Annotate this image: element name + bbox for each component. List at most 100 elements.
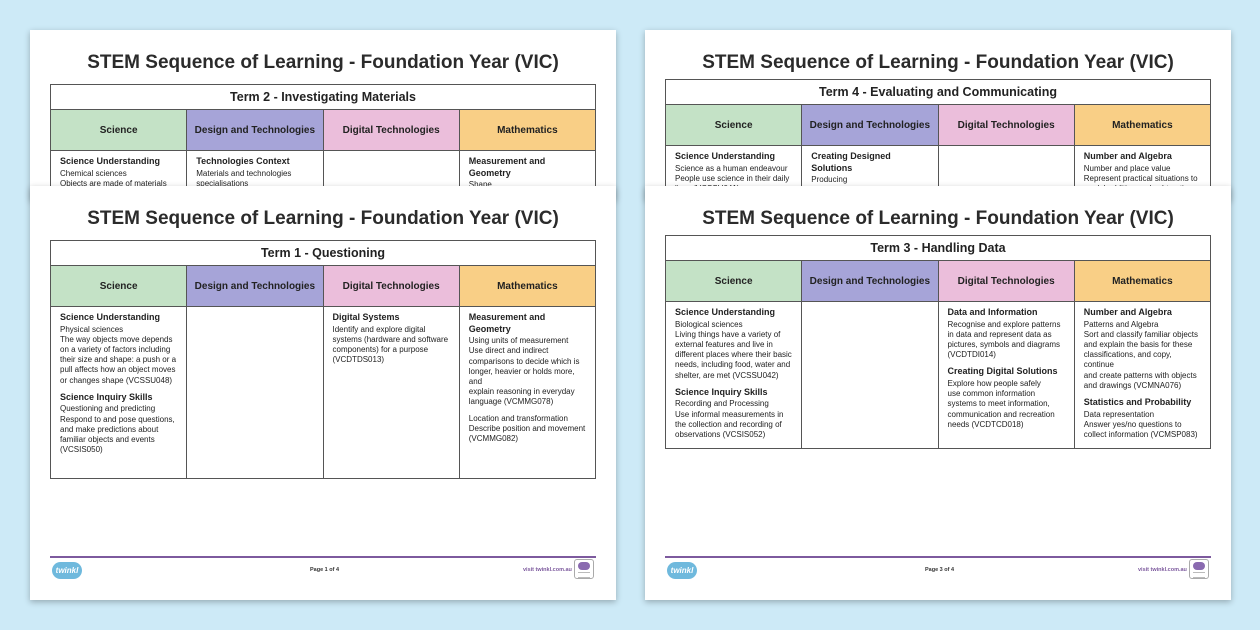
section-line: pull affects how an object moves (60, 365, 176, 375)
section-line: Identify and explore digital (332, 324, 426, 334)
section-line: Biological sciences (675, 319, 743, 329)
page-number: Page 1 of 4 (310, 567, 340, 573)
section-line: and make predictions about (60, 424, 159, 434)
section-line: comparisons to decide which is (468, 356, 580, 366)
twinkl-quality-badge-icon (1189, 559, 1209, 579)
section-line: Objects are made of materials (60, 178, 167, 188)
table-cell (939, 145, 1075, 200)
section-line: systems to meet information, (947, 399, 1050, 409)
section-title: Measurement and Geometry (468, 312, 546, 334)
section-line: Explore how people safely (947, 378, 1041, 388)
section-line: (VCDTDI014) (947, 350, 996, 360)
section-line: The way objects move depends (60, 334, 173, 344)
section-title: Technologies Context (196, 156, 290, 166)
header-design-tech: Design and Technologies (187, 266, 324, 306)
term-heading: Term 2 - Investigating Materials (51, 85, 595, 110)
visit-link[interactable]: visit twinkl.com.au (523, 567, 572, 573)
twinkl-quality-badge-icon (574, 559, 594, 579)
term-heading: Term 4 - Evaluating and Communicating (666, 80, 1210, 105)
header-science: Science (51, 110, 188, 150)
section-line: Using units of measurement (468, 336, 569, 346)
section-line: and explain the basis for these (1083, 339, 1193, 349)
subject-header-row: Science Design and Technologies Digital … (666, 261, 1210, 302)
curriculum-table: Term 1 - Questioning Science Design and … (50, 240, 596, 479)
section-line: Chemical sciences (60, 168, 127, 178)
document-page-term1: STEM Sequence of Learning - Foundation Y… (30, 186, 616, 600)
document-page-term4: STEM Sequence of Learning - Foundation Y… (645, 30, 1231, 200)
section-line: Sort and classify familiar objects (1083, 329, 1199, 339)
section-title: Digital Systems (332, 312, 400, 322)
header-mathematics: Mathematics (459, 266, 595, 306)
section-line: Patterns and Algebra (1083, 319, 1159, 329)
twinkl-logo: twinkl (52, 562, 82, 579)
section-line: explain reasoning in everyday (468, 387, 575, 397)
section-title: Measurement and Geometry (468, 156, 546, 178)
section-title: Creating Digital Solutions (947, 366, 1058, 377)
section-line: Use informal measurements in (675, 409, 784, 419)
subject-header-row: Science Design and Technologies Digital … (666, 105, 1210, 146)
section-line: collect information (VCMSP083) (1083, 430, 1198, 440)
header-science: Science (666, 105, 803, 145)
section-line: Recognise and explore patterns (947, 319, 1061, 329)
section-title: Science Inquiry Skills (675, 386, 768, 397)
section-line: and drawings (VCMNA076) (1083, 380, 1182, 390)
header-science: Science (51, 266, 188, 306)
section-line: and create patterns with objects (1083, 370, 1197, 380)
badge-lines (1193, 572, 1205, 578)
section-line: Questioning and predicting (60, 404, 156, 414)
section-line: shelter, are met (VCSSU042) (675, 370, 779, 380)
page-title: STEM Sequence of Learning - Foundation Y… (702, 208, 1174, 229)
header-digital-tech: Digital Technologies (938, 105, 1075, 145)
header-mathematics: Mathematics (459, 110, 595, 150)
section-line: Physical sciences (60, 324, 124, 334)
section-line: Location and transformation (468, 413, 568, 423)
header-digital-tech: Digital Technologies (323, 110, 460, 150)
footer-divider (665, 556, 1211, 558)
section-line: observations (VCSIS052) (675, 430, 766, 440)
section-line: Use direct and indirect (468, 346, 549, 356)
page-number: Page 3 of 4 (925, 567, 955, 573)
section-line: communication and recreation (947, 409, 1055, 419)
header-science: Science (666, 261, 803, 301)
section-line: Recording and Processing (675, 399, 769, 409)
header-design-tech: Design and Technologies (802, 105, 939, 145)
section-title: Science Understanding (675, 307, 776, 317)
term-heading: Term 3 - Handling Data (666, 236, 1210, 261)
section-line: on a variety of factors including (60, 344, 171, 354)
curriculum-table: Term 3 - Handling Data Science Design an… (665, 235, 1211, 449)
section-line: needs (VCDTCD018) (947, 419, 1024, 429)
section-title: Number and Algebra (1083, 151, 1172, 161)
header-mathematics: Mathematics (1074, 105, 1210, 145)
visit-link[interactable]: visit twinkl.com.au (1138, 567, 1187, 573)
page-title: STEM Sequence of Learning - Foundation Y… (87, 52, 559, 73)
badge-logo (578, 562, 590, 570)
badge-lines (578, 572, 590, 578)
section-line: (VCDTDS013) (332, 355, 385, 365)
section-title: Data and Information (947, 307, 1038, 317)
section-line: their size and shape: a push or a (60, 355, 177, 365)
section-title: Science Understanding (60, 156, 161, 166)
section-line: Living things have a variety of (675, 329, 781, 339)
header-design-tech: Design and Technologies (802, 261, 939, 301)
section-line: (VCSIS050) (60, 445, 103, 455)
section-line: needs, including food, water and (675, 360, 791, 370)
section-line: the collection and recording of (675, 419, 782, 429)
section-line: components) for a purpose (332, 344, 429, 354)
